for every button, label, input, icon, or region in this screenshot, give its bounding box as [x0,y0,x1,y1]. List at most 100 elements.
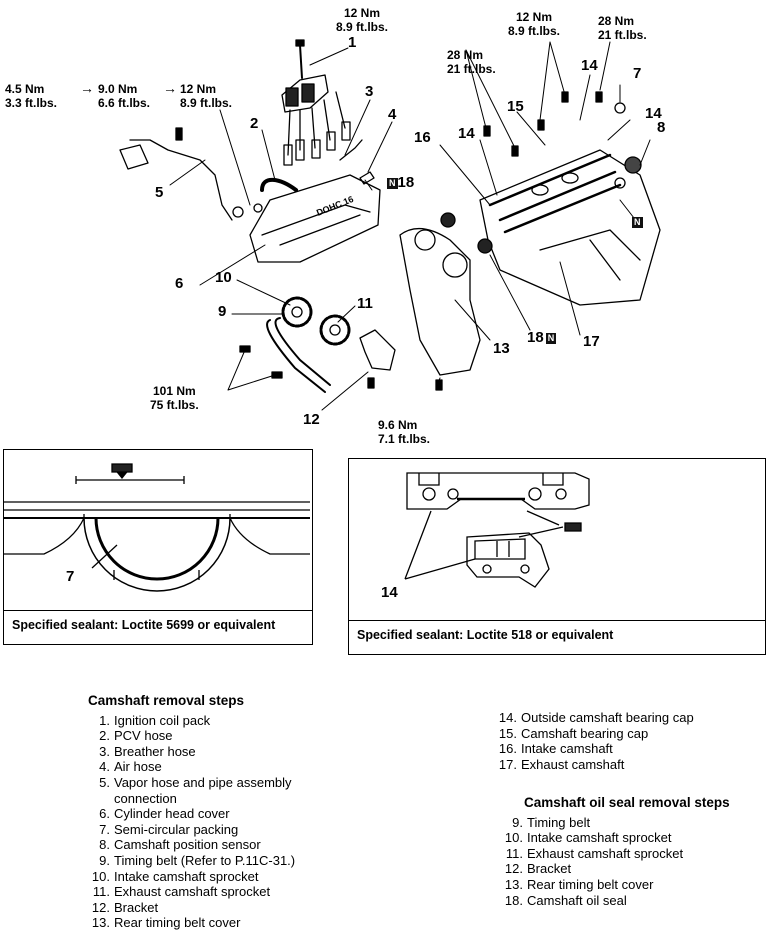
step-item: 11.Exhaust camshaft sprocket [501,846,769,862]
camshaft-sprockets [266,296,351,393]
step-text: Camshaft oil seal [527,892,627,908]
step-text: Rear timing belt cover [114,915,241,931]
callout-2: 2 [250,115,259,132]
callout-11: 11 [357,295,373,312]
callout-5: 5 [155,184,164,201]
camshaft-oil-seal-removal-steps: Camshaft oil seal removal steps 9.Timing… [501,795,769,908]
step-item: 2.PCV hose [88,728,388,744]
callout-16: 16 [414,129,431,146]
step-text: Intake camshaft sprocket [114,868,259,884]
step-text: Timing belt (Refer to P.11C-31.) [114,852,296,868]
detail-right-caption: Specified sealant: Loctite 518 or equiva… [349,620,765,654]
new-part-mark-8: N [632,216,643,228]
step-number: 17. [498,756,517,772]
step-number: 11. [92,884,110,900]
step-text: Intake camshaft [521,741,613,757]
step-number: 11. [505,845,523,861]
ignition-coil-pack [281,39,351,166]
vapor-hose-pipe [119,127,244,221]
step-number: 14. [498,710,517,725]
step-item: 12.Bracket [88,900,388,916]
new-part-mark: N [545,332,557,344]
step-text: Cylinder head cover [114,806,230,822]
breather-hose [339,139,363,161]
step-text: Vapor hose and pipe assembly [114,774,292,790]
step-item: 16.Intake camshaft [495,741,765,757]
step-number [88,791,114,807]
leader-lines [169,41,651,411]
cylinder-head-camshafts [440,102,661,306]
step-number: 3. [99,743,110,759]
step-text: Ignition coil pack [114,712,211,728]
step-item: 17.Exhaust camshaft [495,757,765,773]
step-item: 7.Semi-circular packing [88,822,388,838]
bracket [359,329,396,371]
step-text: Exhaust camshaft [521,756,625,772]
callout-3: 3 [365,83,374,100]
new-part-mark: N [387,177,398,189]
oil-seal-steps-title: Camshaft oil seal removal steps [524,795,730,810]
callout-12: 12 [303,411,320,428]
step-item: 9.Timing belt (Refer to P.11C-31.) [88,853,388,869]
step-text: Camshaft position sensor [114,837,261,853]
step-number: 18. [504,892,523,908]
step-number: 8. [99,837,110,853]
packing-detail-drawing [4,463,310,592]
step-text: Bracket [527,861,572,877]
callout-15: 15 [507,98,524,115]
step-text: Intake camshaft sprocket [527,830,672,846]
step-item: 8.Camshaft position sensor [88,837,388,853]
step-number: 7. [99,821,110,837]
step-item: 11.Exhaust camshaft sprocket [88,884,388,900]
step-number: 12. [91,899,110,915]
step-number: 5. [99,774,110,790]
air-hose [359,171,375,185]
step-item: 18.Camshaft oil seal [501,893,769,909]
step-text: Exhaust camshaft sprocket [114,884,271,900]
detail-semi-circular-packing: 7 Specified sealant: Loctite 5699 or equ… [3,449,313,645]
step-text: Timing belt [527,814,591,830]
callout-17: 17 [583,333,600,350]
sequence-arrow-2: → [163,80,177,96]
detail-right-callout: 14 [381,584,398,601]
detail-bearing-cap: 14 Specified sealant: Loctite 518 or equ… [348,458,766,655]
step-text: Outside camshaft bearing cap [521,710,694,725]
step-text: connection [114,790,177,806]
step-number: 10. [504,830,523,846]
step-item: 10.Intake camshaft sprocket [501,830,769,846]
callout-7: 7 [633,65,642,82]
step-text: Rear timing belt cover [527,876,654,892]
step-item: 1.Ignition coil pack [88,713,388,729]
callout-9: 9 [218,303,227,320]
sequence-arrow-1: → [80,80,94,96]
step-text: Breather hose [114,743,196,759]
step-item: 9.Timing belt [501,815,769,831]
callout-1: 1 [348,34,357,51]
callout-14-top: 14 [581,57,598,74]
step-number: 12. [504,861,523,877]
step-number: 4. [99,759,110,775]
step-text: Semi-circular packing [114,821,239,837]
step-number: 9. [99,852,110,868]
step-item: 14. Outside camshaft bearing cap [495,710,765,726]
callout-13: 13 [493,340,510,357]
bolts [239,91,603,391]
step-text: PCV hose [114,728,173,744]
step-number: 9. [512,814,523,830]
camshaft-removal-steps: Camshaft removal steps 1.Ignition coil p… [88,693,388,931]
step-item: 4.Air hose [88,759,388,775]
